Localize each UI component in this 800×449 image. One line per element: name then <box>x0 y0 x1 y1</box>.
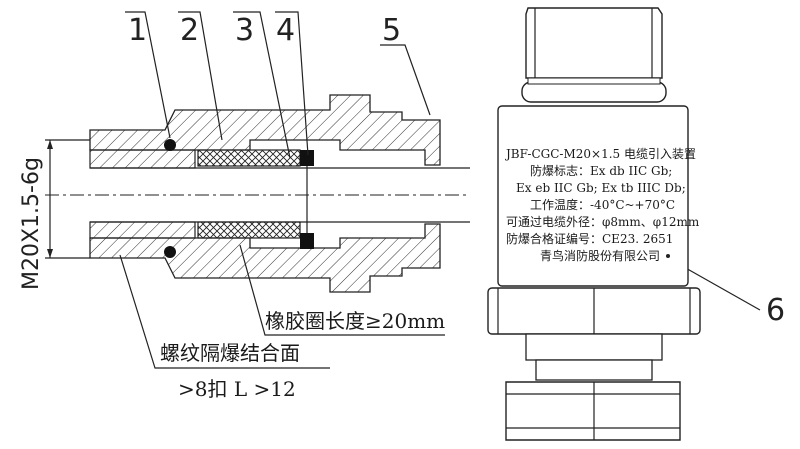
external-view: JBF-CGC-M20×1.5 电缆引入装置 防爆标志：Ex db IIC Gb… <box>487 7 701 441</box>
nameplate-line3: Ex eb IIC Gb; Ex tb IIIC Db; <box>516 181 686 195</box>
washer-upper <box>300 150 314 166</box>
top-o-ring <box>521 81 667 103</box>
nameplate-line5: 可通过电缆外径：φ8mm、φ12mm <box>506 215 700 229</box>
thread-insert-upper <box>89 149 196 169</box>
callout-3: 3 <box>235 13 254 48</box>
nameplate-line1: JBF-CGC-M20×1.5 电缆引入装置 <box>504 147 696 161</box>
nameplate-line6: 防爆合格证编号：CE23. 2651 <box>506 231 673 246</box>
o-ring-upper <box>164 139 176 151</box>
bottom-nut <box>505 381 681 441</box>
nameplate-line2: 防爆标志：Ex db IIC Gb; <box>530 163 672 178</box>
callout-leaders <box>125 11 761 311</box>
callout-2: 2 <box>180 13 199 48</box>
o-ring-lower <box>164 246 176 258</box>
rubber-ring-lower <box>197 221 301 239</box>
thread-note-line1: 螺纹隔爆结合面 <box>160 341 300 365</box>
gland-body-upper <box>89 94 441 166</box>
nameplate-line4: 工作温度：-40°C~+70°C <box>530 197 675 212</box>
callout-5: 5 <box>382 13 401 48</box>
washer-lower <box>300 233 314 249</box>
callout-4: 4 <box>276 13 295 48</box>
nameplate-line7: 青鸟消防股份有限公司 <box>540 248 660 263</box>
gland-body-lower <box>89 223 441 293</box>
nameplate-body <box>497 105 689 287</box>
top-cap <box>525 7 663 79</box>
rubber-ring-upper <box>197 149 301 167</box>
rubber-ring-note: 橡胶圈长度≥20mm <box>265 309 445 333</box>
callout-1: 1 <box>128 13 147 48</box>
marker-dot <box>666 254 670 258</box>
thread-note-line2: >8扣 L >12 <box>178 377 296 401</box>
thread-insert-lower <box>89 221 196 239</box>
thread-dimension: M20X1.5-6g <box>19 157 44 290</box>
callout-6: 6 <box>766 293 785 328</box>
section-view: M20X1.5-6g 1 2 3 4 5 6 橡胶圈长度≥20mm 螺纹隔爆结合… <box>19 11 785 401</box>
